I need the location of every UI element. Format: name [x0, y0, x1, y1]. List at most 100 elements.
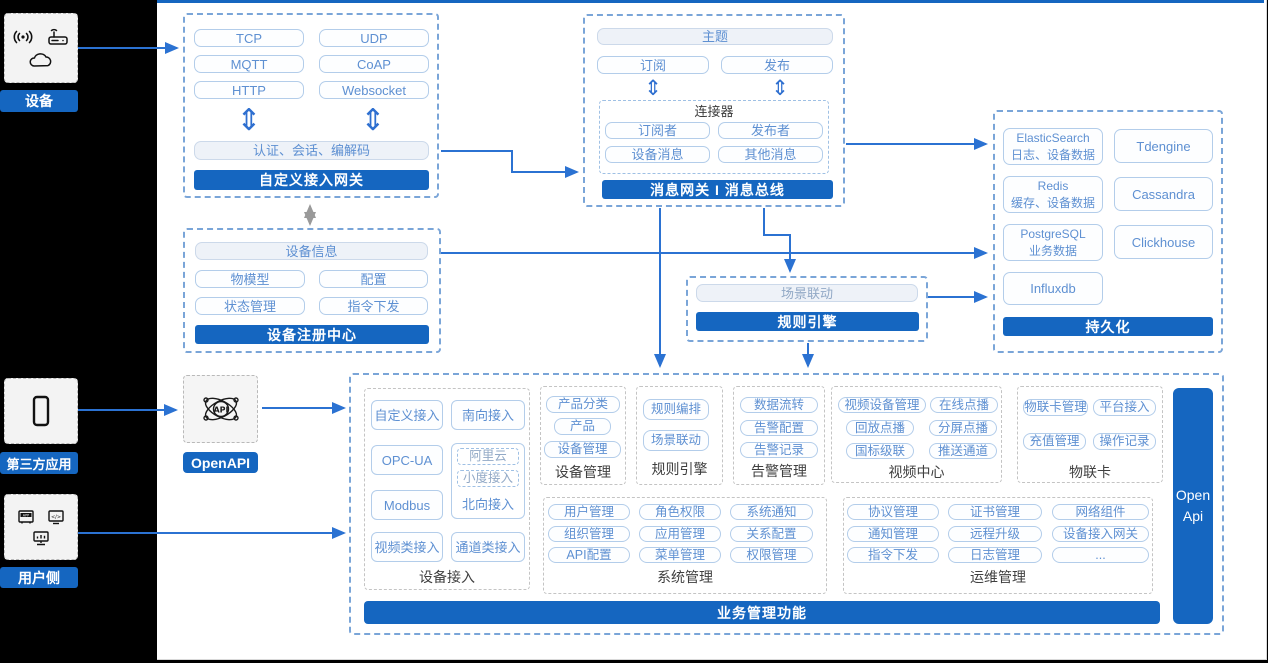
- cassandra-pill: Cassandra: [1114, 177, 1213, 211]
- api-atom-icon: API: [197, 387, 245, 431]
- product-category-pill: 产品分类: [546, 396, 620, 413]
- recharge-mgmt-pill: 充值管理: [1023, 433, 1086, 450]
- api-config-pill: API配置: [548, 547, 630, 563]
- device-access-label: 设备接入: [419, 569, 475, 585]
- modbus-pill: Modbus: [371, 490, 443, 520]
- system-mgmt-col: [543, 497, 827, 594]
- video-center-col: [831, 386, 1002, 483]
- remote-upgrade-pill: 远程升级: [948, 526, 1042, 542]
- xiaodu-access-pill: 小度接入: [457, 470, 519, 487]
- platform-access-pill: 平台接入: [1093, 399, 1156, 416]
- scene-linkage-pill: 场景联动: [696, 284, 918, 302]
- double-arrow-icon: ⇕: [360, 102, 386, 138]
- system-notice-pill: 系统通知: [730, 504, 813, 520]
- app-icon: APP: [16, 508, 36, 525]
- gb-cascade-pill: 国标级联: [846, 443, 914, 459]
- app-mgmt-pill: 应用管理: [639, 526, 721, 542]
- org-mgmt-pill: 组织管理: [548, 526, 630, 542]
- device-registry-box: [183, 228, 441, 353]
- protocol-mgmt-pill: 协议管理: [847, 504, 939, 520]
- user-side-box: APP </>: [4, 494, 78, 560]
- device-label: 设备: [0, 90, 78, 112]
- persistence-bar: 持久化: [1003, 317, 1213, 336]
- video-access-pill: 视频类接入: [371, 532, 443, 562]
- rule-engine-box: [686, 276, 928, 342]
- video-center-label: 视频中心: [888, 463, 945, 480]
- user-side-label: 用户侧: [0, 567, 78, 588]
- device-access-col: [364, 388, 530, 590]
- subscriber-pill: 订阅者: [605, 122, 710, 139]
- cert-mgmt-pill: 证书管理: [948, 504, 1042, 520]
- alarm-mgmt-col: [733, 386, 825, 485]
- dashboard-icon: [30, 529, 52, 546]
- message-gateway-bar: 消息网关 I 消息总线: [602, 180, 833, 199]
- protocol-pill-websocket: Websocket: [319, 81, 429, 99]
- tdengine-pill: Tdengine: [1114, 129, 1213, 163]
- custom-gateway-bar: 自定义接入网关: [194, 170, 429, 190]
- custom-access-pill: 自定义接入: [371, 400, 443, 430]
- business-mgmt-bar: 业务管理功能: [364, 601, 1160, 624]
- connector-title: 连接器: [694, 104, 734, 119]
- third-party-label: 第三方应用: [0, 452, 78, 474]
- protocol-pill-udp: UDP: [319, 29, 429, 47]
- system-mgmt-label: 系统管理: [657, 568, 713, 585]
- split-screen-pill: 分屏点播: [929, 420, 997, 436]
- device-gateway-pill: 设备接入网关: [1052, 526, 1149, 542]
- openapi-box: API: [183, 375, 258, 443]
- double-arrow-icon: ⇕: [644, 76, 662, 100]
- iot-card-label: 物联卡: [1069, 463, 1111, 480]
- wireless-signal-icon: [12, 29, 34, 45]
- scene-linkage-col-pill: 场景联动: [643, 430, 709, 451]
- protocol-pill-tcp: TCP: [194, 29, 304, 47]
- subscribe-pill: 订阅: [597, 56, 709, 74]
- connector-box: [599, 100, 829, 174]
- openapi-label: OpenAPI: [183, 452, 258, 473]
- perm-mgmt-pill: 权限管理: [730, 547, 813, 563]
- svg-text:</>: </>: [51, 514, 61, 520]
- command-pill: 指令下发: [319, 297, 428, 315]
- ops-mgmt-label: 运维管理: [970, 568, 1026, 585]
- ops-mgmt-col: [843, 497, 1153, 594]
- relation-config-pill: 关系配置: [730, 526, 813, 542]
- config-pill: 配置: [319, 270, 428, 288]
- iot-card-col: [1017, 386, 1163, 483]
- router-icon: [46, 28, 70, 46]
- device-registry-bar: 设备注册中心: [195, 325, 429, 344]
- more-pill: ...: [1052, 547, 1149, 563]
- influxdb-pill: Influxdb: [1003, 272, 1103, 305]
- video-device-mgmt-pill: 视频设备管理: [838, 397, 926, 413]
- opc-ua-pill: OPC-UA: [371, 445, 443, 475]
- custom-gateway-box: [183, 13, 439, 198]
- business-box: [349, 373, 1224, 635]
- online-play-pill: 在线点播: [930, 397, 998, 413]
- device-mgmt-label: 设备管理: [555, 463, 611, 480]
- channel-access-pill: 通道类接入: [451, 532, 525, 562]
- top-accent-strip: [157, 0, 1264, 3]
- message-gateway-box: [583, 14, 845, 207]
- double-arrow-icon: ⇕: [771, 76, 789, 100]
- role-perm-pill: 角色权限: [639, 504, 721, 520]
- alarm-mgmt-label: 告警管理: [751, 462, 807, 479]
- persistence-box: [993, 110, 1223, 353]
- phone-icon: [30, 394, 52, 428]
- publisher-pill: 发布者: [718, 122, 823, 139]
- south-access-pill: 南向接入: [451, 400, 525, 430]
- device-info-pill: 设备信息: [195, 242, 428, 260]
- data-flow-pill: 数据流转: [740, 397, 818, 413]
- menu-mgmt-pill: 菜单管理: [639, 547, 721, 563]
- alarm-record-pill: 告警记录: [740, 442, 818, 458]
- device-mgmt-col: [540, 386, 626, 485]
- protocol-pill-mqtt: MQTT: [194, 55, 304, 73]
- auth-session-codec-pill: 认证、会话、编解码: [194, 141, 429, 160]
- code-window-icon: </>: [46, 508, 66, 525]
- other-message-pill: 其他消息: [718, 146, 823, 163]
- publish-pill: 发布: [721, 56, 833, 74]
- device-message-pill: 设备消息: [605, 146, 710, 163]
- log-mgmt-pill: 日志管理: [948, 547, 1042, 563]
- iot-card-mgmt-pill: 物联卡管理: [1023, 399, 1088, 416]
- device-source-box: [4, 13, 78, 83]
